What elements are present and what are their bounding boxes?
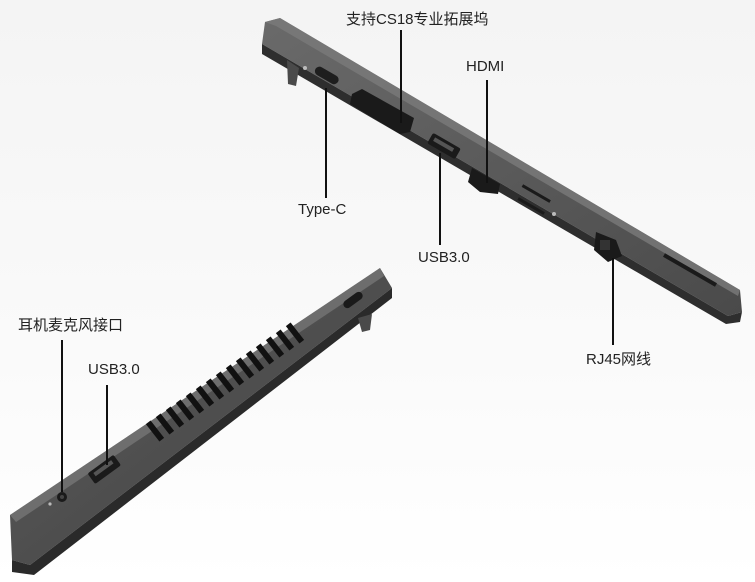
typec-label: Type-C [298, 201, 347, 218]
side-slot-icon [663, 253, 717, 287]
hdmi-label: HDMI [466, 58, 505, 75]
rj45-port-icon [594, 232, 622, 262]
vent-grille-icon [145, 322, 305, 442]
headphone-label: 耳机麦克风接口 [18, 317, 124, 334]
usb-port-icon [427, 133, 461, 159]
rj45-label: RJ45网线 [586, 351, 652, 368]
lock-slot-icon [343, 291, 363, 309]
usb3-top-label: USB3.0 [418, 249, 470, 266]
laptop-right-side [262, 18, 742, 324]
dock-label: 支持CS18专业拓展坞 [346, 11, 489, 28]
sd-slot-icon [517, 184, 556, 216]
callout-lines [61, 30, 614, 492]
dock-port-icon [350, 89, 414, 134]
typec-port-icon [303, 66, 339, 85]
audio-jack-icon [48, 492, 67, 506]
usb-port-icon-bottom [88, 455, 121, 484]
usb3-bottom-label: USB3.0 [88, 361, 140, 378]
hdmi-port-icon [468, 168, 500, 194]
